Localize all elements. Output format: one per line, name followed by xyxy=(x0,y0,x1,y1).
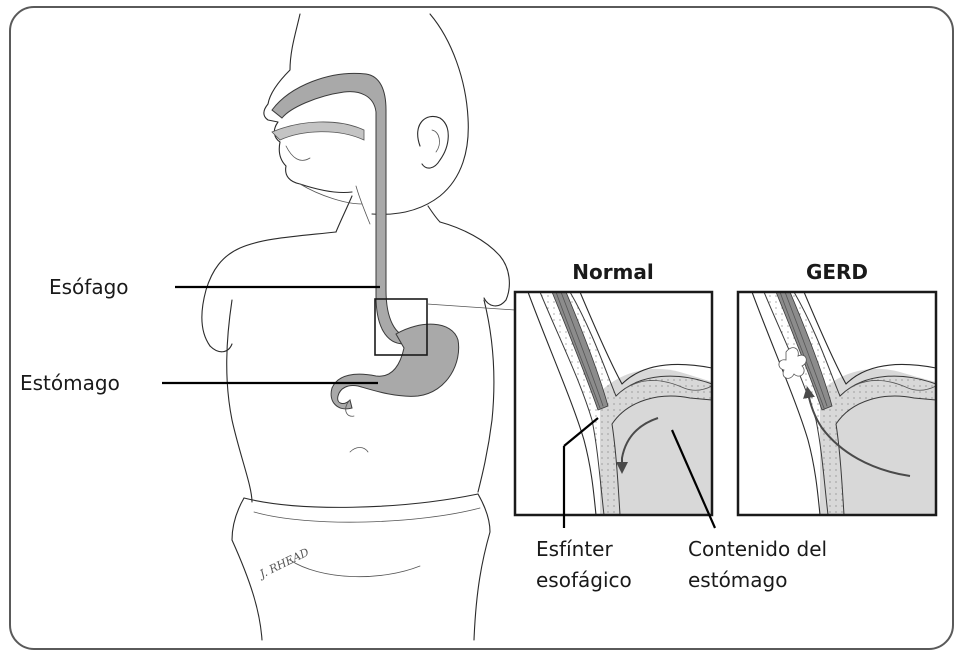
label-sphincter-line2: esofágico xyxy=(536,568,632,592)
panel-title-normal: Normal xyxy=(572,260,654,284)
label-stomach: Estómago xyxy=(20,371,120,395)
panel-title-gerd: GERD xyxy=(806,260,868,284)
label-contents-line1: Contenido del xyxy=(688,537,827,561)
panel-normal xyxy=(515,292,712,515)
panel-gerd xyxy=(738,292,936,515)
label-esophagus: Esófago xyxy=(49,275,129,299)
label-contents-line2: estómago xyxy=(688,568,787,592)
label-sphincter-line1: Esfínter xyxy=(536,537,613,561)
